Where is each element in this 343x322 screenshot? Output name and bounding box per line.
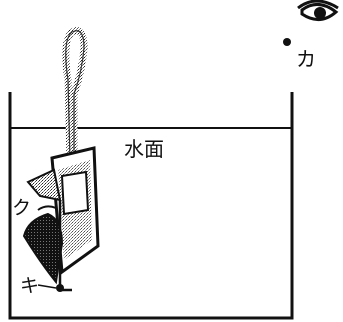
label-eye-point: カ [296,47,316,71]
water-tank [8,92,294,320]
submerged-object [22,146,100,292]
eye-icon [297,0,339,21]
label-point-ki: キ [20,275,39,297]
label-water-surface: 水面 [124,137,164,161]
string-loop [62,27,88,161]
point-ki-dot [56,284,64,292]
point-ki-leader [37,284,57,289]
label-point-ku: ク [12,197,31,219]
eye-point-dot [283,38,291,46]
